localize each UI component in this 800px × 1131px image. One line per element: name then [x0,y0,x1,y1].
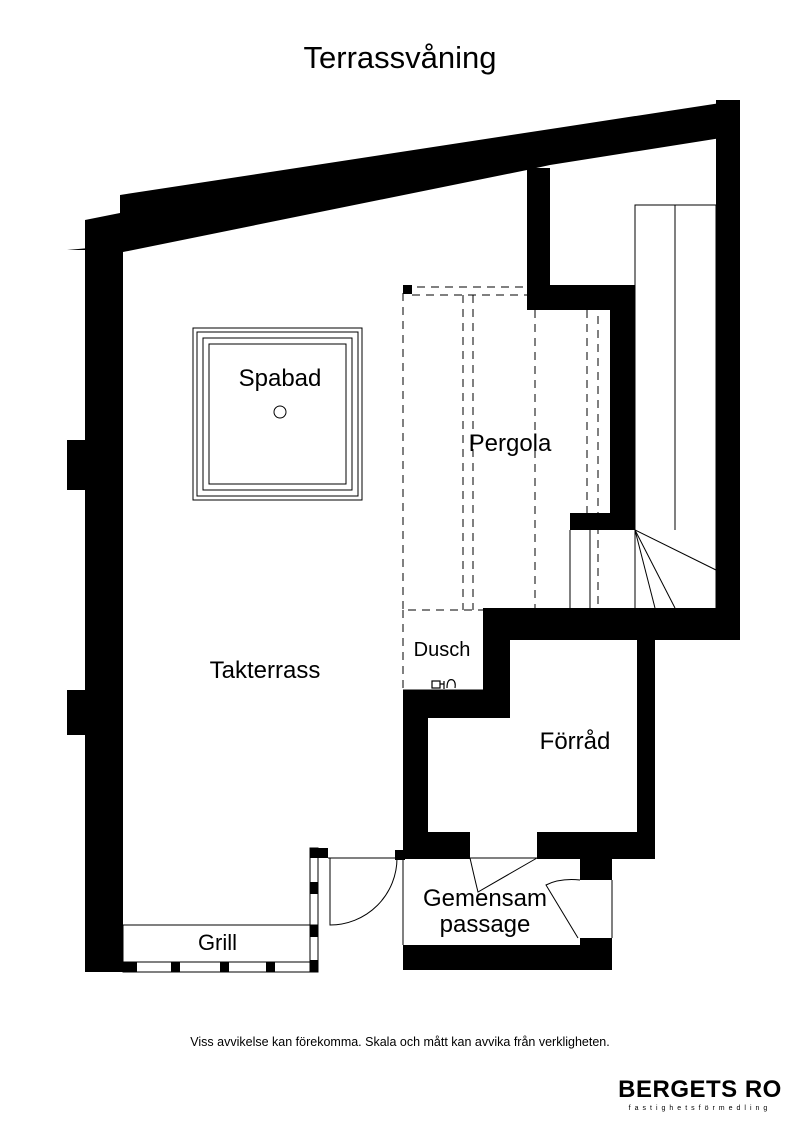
disclaimer: Viss avvikelse kan förekomma. Skala och … [190,1035,610,1049]
brand-logo: BERGETS RO fastighetsförmedling [612,1076,788,1112]
staircase [569,204,717,611]
room-label-gemensam-line1: Gemensam [422,885,548,912]
drain-icon [273,405,287,419]
grill-counter [122,924,319,963]
room-label-takterrass: Takterrass [209,657,321,684]
walls [67,100,740,972]
floor-title: Terrassvåning [303,40,497,75]
terrace-door [329,857,398,926]
shower-icon [431,679,456,689]
room-label-forrad: Förråd [539,728,611,755]
passage-door [545,879,581,939]
spabad-tub [192,327,363,501]
room-label-gemensam-passage: Gemensam passage [405,886,565,938]
room-label-grill: Grill [197,930,238,955]
room-label-pergola: Pergola [468,430,552,457]
forrad-door [469,857,538,893]
room-label-spabad: Spabad [238,365,322,392]
logo-subtitle: fastighetsförmedling [628,1105,772,1112]
pergola-outline [402,286,599,690]
room-label-dusch: Dusch [413,639,471,661]
room-label-gemensam-line2: passage [439,911,531,938]
logo-name: BERGETS RO [618,1076,782,1103]
